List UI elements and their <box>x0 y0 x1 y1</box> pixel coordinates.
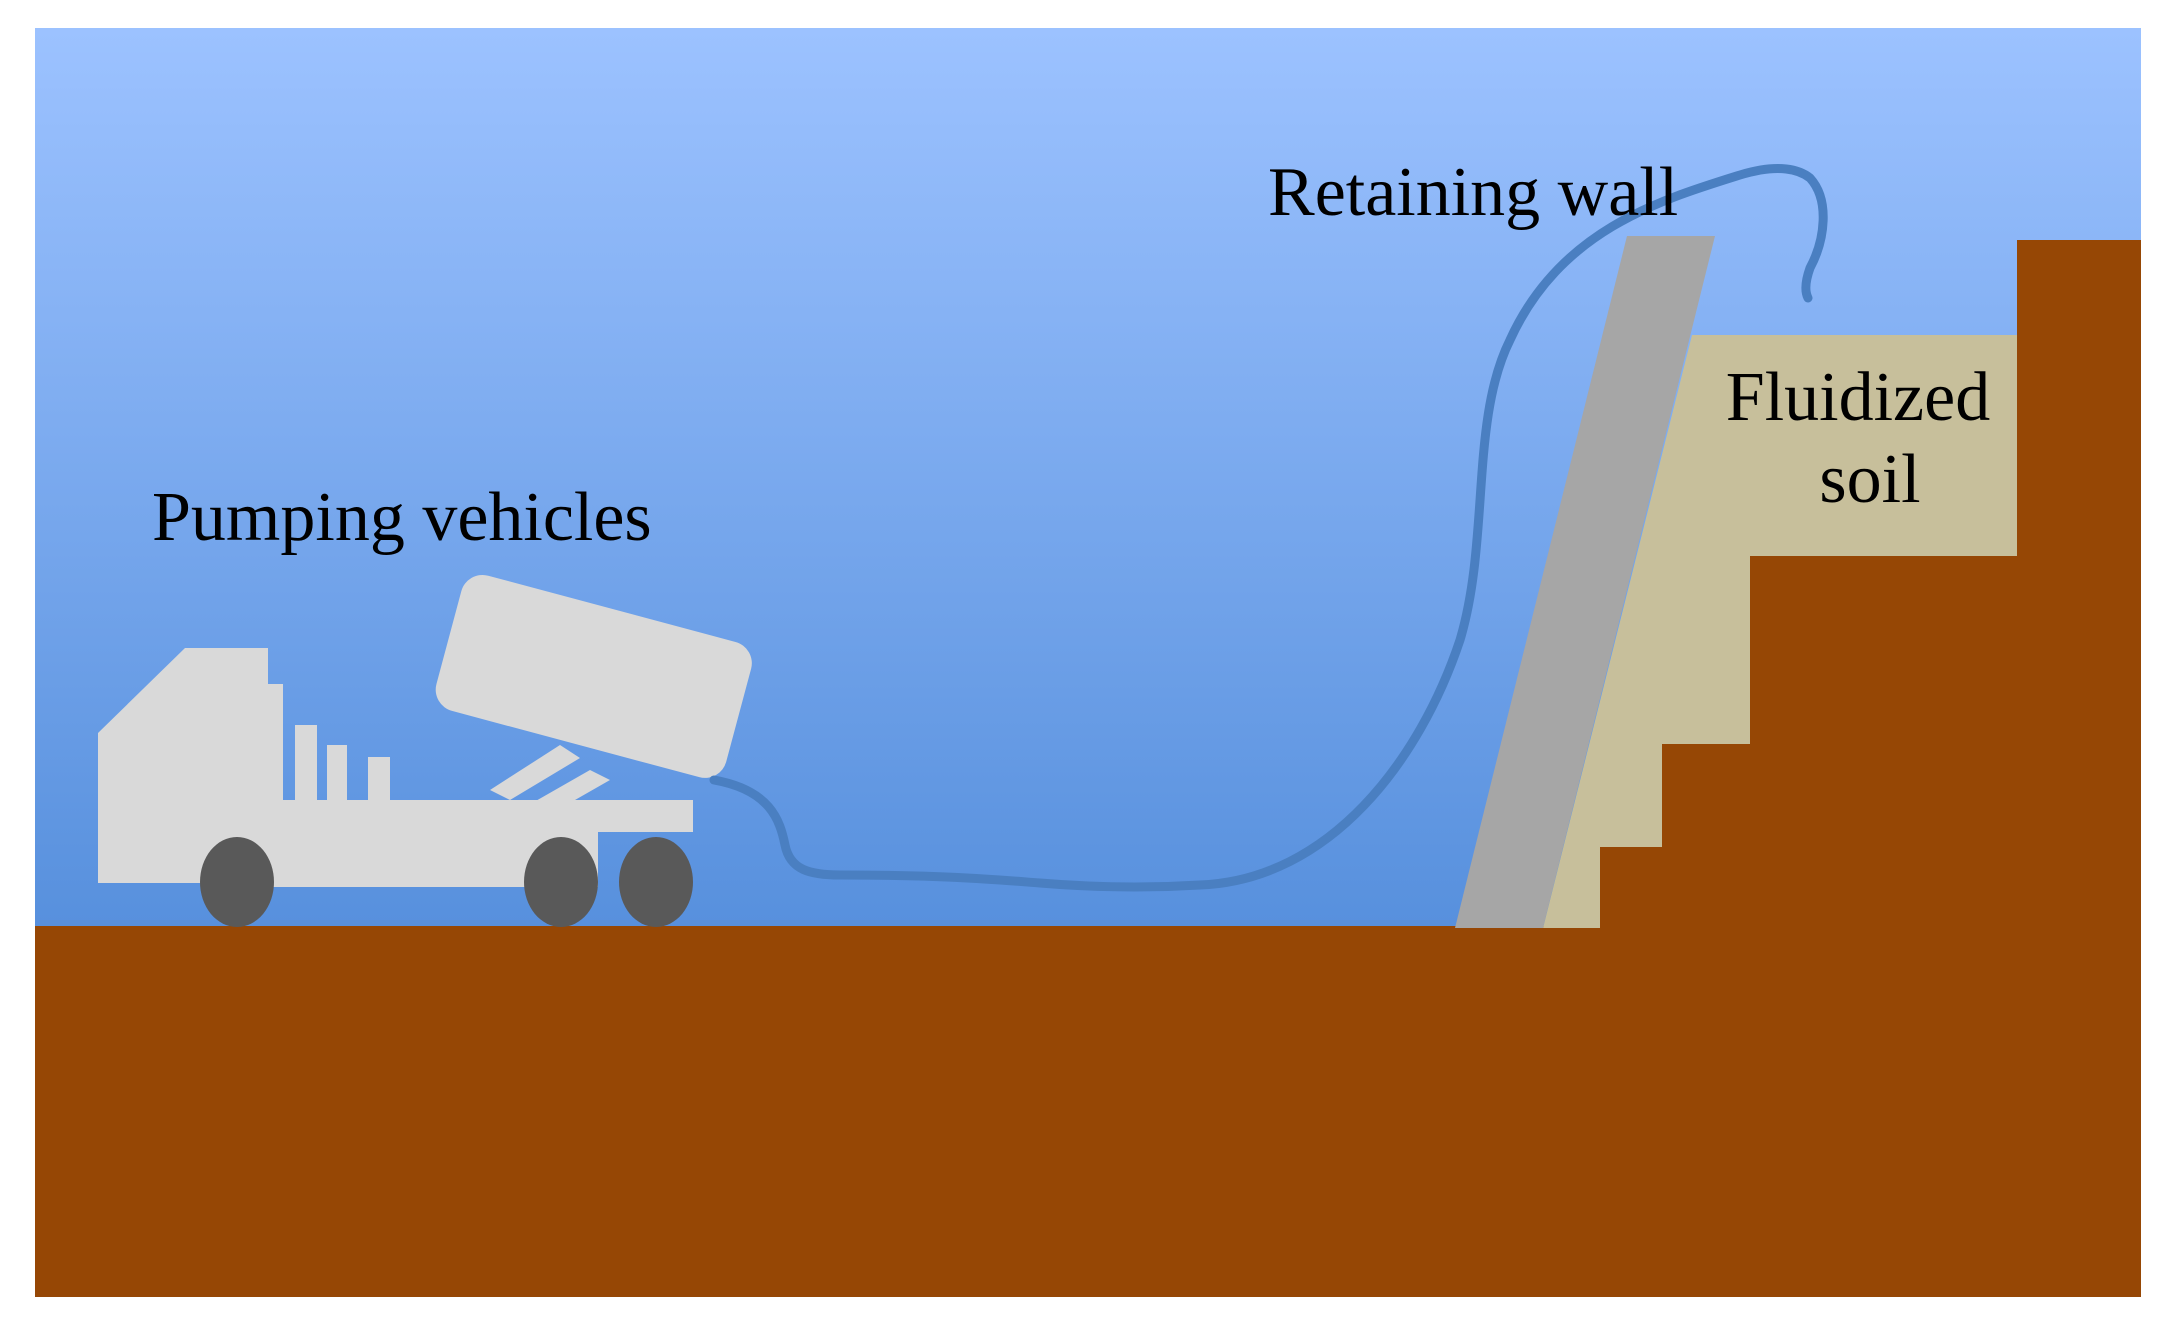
truck-wheel <box>619 837 693 927</box>
truck-stack <box>327 745 347 800</box>
truck-tank <box>435 574 752 778</box>
truck-wheel <box>200 837 274 927</box>
pumping-vehicle <box>98 574 752 927</box>
retaining-wall <box>1455 236 1715 928</box>
truck-tank-arm <box>490 745 580 800</box>
truck-stack <box>295 725 317 800</box>
truck-chassis <box>268 800 693 832</box>
fluidized-soil <box>1543 335 2017 928</box>
truck-stack <box>368 757 390 800</box>
label-pumping-vehicles: Pumping vehicles <box>152 479 652 556</box>
pump-hose <box>709 164 1828 892</box>
truck-cab <box>98 648 283 883</box>
truck-wheel <box>524 837 598 927</box>
ground <box>35 926 2141 1297</box>
stepped-terrain <box>1600 240 2141 928</box>
label-fluidized-soil-line1: Fluidized <box>1726 359 1990 436</box>
label-fluidized-soil-line2: soil <box>1819 441 1920 518</box>
label-retaining-wall: Retaining wall <box>1268 154 1678 231</box>
